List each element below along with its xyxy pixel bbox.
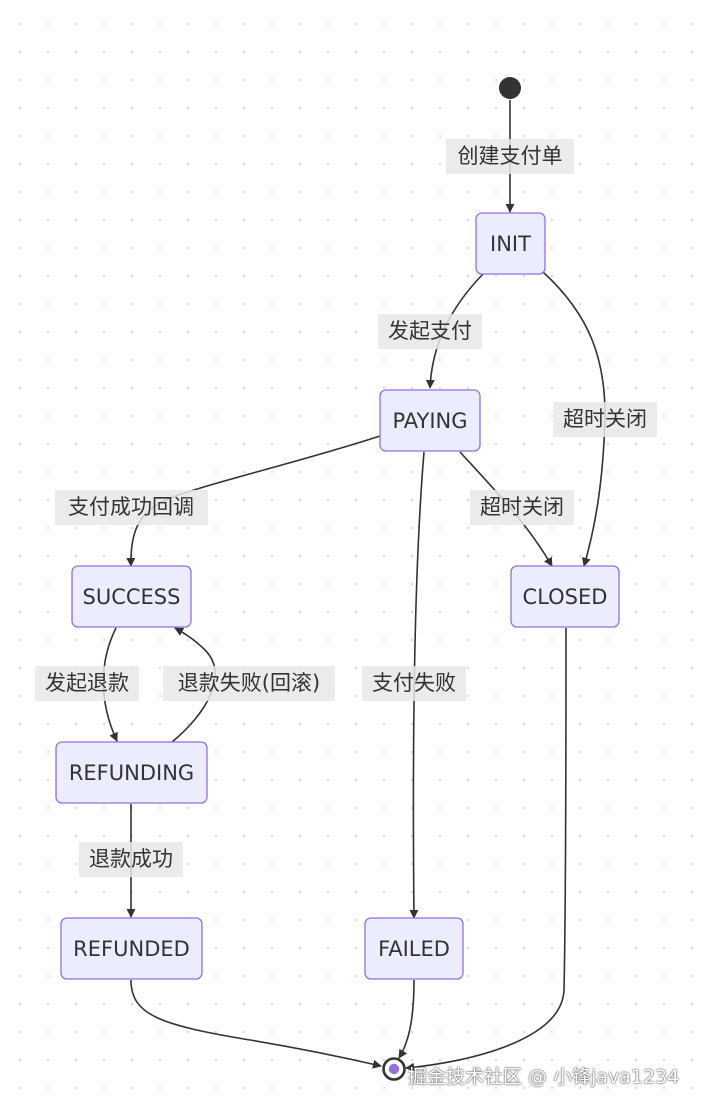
state-success: SUCCESS xyxy=(71,565,192,628)
edge-closed-end xyxy=(405,627,567,1072)
end-node xyxy=(382,1057,406,1081)
svg-text:创建支付单: 创建支付单 xyxy=(458,144,563,168)
transition-label-create: 创建支付单 xyxy=(446,139,574,174)
svg-text:超时关闭: 超时关闭 xyxy=(563,407,647,431)
svg-text:SUCCESS: SUCCESS xyxy=(83,585,181,609)
transition-label-pay-callback: 支付成功回调 xyxy=(55,490,208,525)
svg-text:FAILED: FAILED xyxy=(378,937,450,961)
transition-label-pay-fail: 支付失败 xyxy=(362,666,466,701)
transition-label-timeout-paying: 超时关闭 xyxy=(470,490,574,525)
state-refunding: REFUNDING xyxy=(55,741,208,804)
start-node xyxy=(499,77,521,99)
transition-label-start-pay: 发起支付 xyxy=(378,314,482,349)
svg-text:PAYING: PAYING xyxy=(392,409,467,433)
svg-text:退款失败(回滚): 退款失败(回滚) xyxy=(178,671,320,695)
svg-text:退款成功: 退款成功 xyxy=(89,847,173,871)
transition-label-refund-success: 退款成功 xyxy=(79,842,183,877)
svg-text:支付失败: 支付失败 xyxy=(372,671,456,695)
svg-text:REFUNDED: REFUNDED xyxy=(73,937,190,961)
transition-label-start-refund: 发起退款 xyxy=(35,666,139,701)
transition-label-timeout-init: 超时关闭 xyxy=(553,402,657,437)
state-closed: CLOSED xyxy=(510,565,620,628)
transition-label-refund-fail: 退款失败(回滚) xyxy=(163,666,335,701)
edge-refunded-end xyxy=(130,979,382,1069)
svg-text:REFUNDING: REFUNDING xyxy=(69,761,194,785)
svg-text:发起退款: 发起退款 xyxy=(45,671,129,695)
state-refunded: REFUNDED xyxy=(60,917,203,980)
state-paying: PAYING xyxy=(379,389,481,452)
edge-failed-end xyxy=(398,979,415,1059)
svg-text:发起支付: 发起支付 xyxy=(388,319,472,343)
svg-text:CLOSED: CLOSED xyxy=(523,585,608,609)
svg-text:INIT: INIT xyxy=(490,232,531,256)
edge-refunding-success xyxy=(171,627,216,743)
state-init: INIT xyxy=(475,212,546,275)
svg-text:超时关闭: 超时关闭 xyxy=(480,495,564,519)
state-failed: FAILED xyxy=(364,917,464,980)
svg-text:支付成功回调: 支付成功回调 xyxy=(68,495,194,519)
edge-paying-failed xyxy=(409,451,425,919)
watermark: 掘金技术社区 @ 小锋java1234 xyxy=(408,1066,680,1088)
